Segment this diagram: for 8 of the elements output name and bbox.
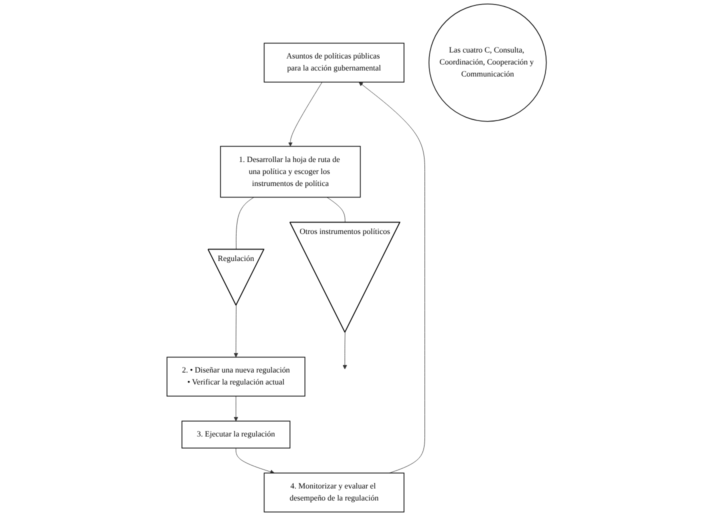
arrow (288, 82, 323, 146)
arrow (343, 332, 348, 370)
arrow (234, 396, 238, 422)
connector (327, 197, 346, 223)
arrow (236, 448, 275, 474)
arrow (234, 305, 238, 358)
arrow (359, 82, 426, 474)
connector (236, 197, 254, 250)
